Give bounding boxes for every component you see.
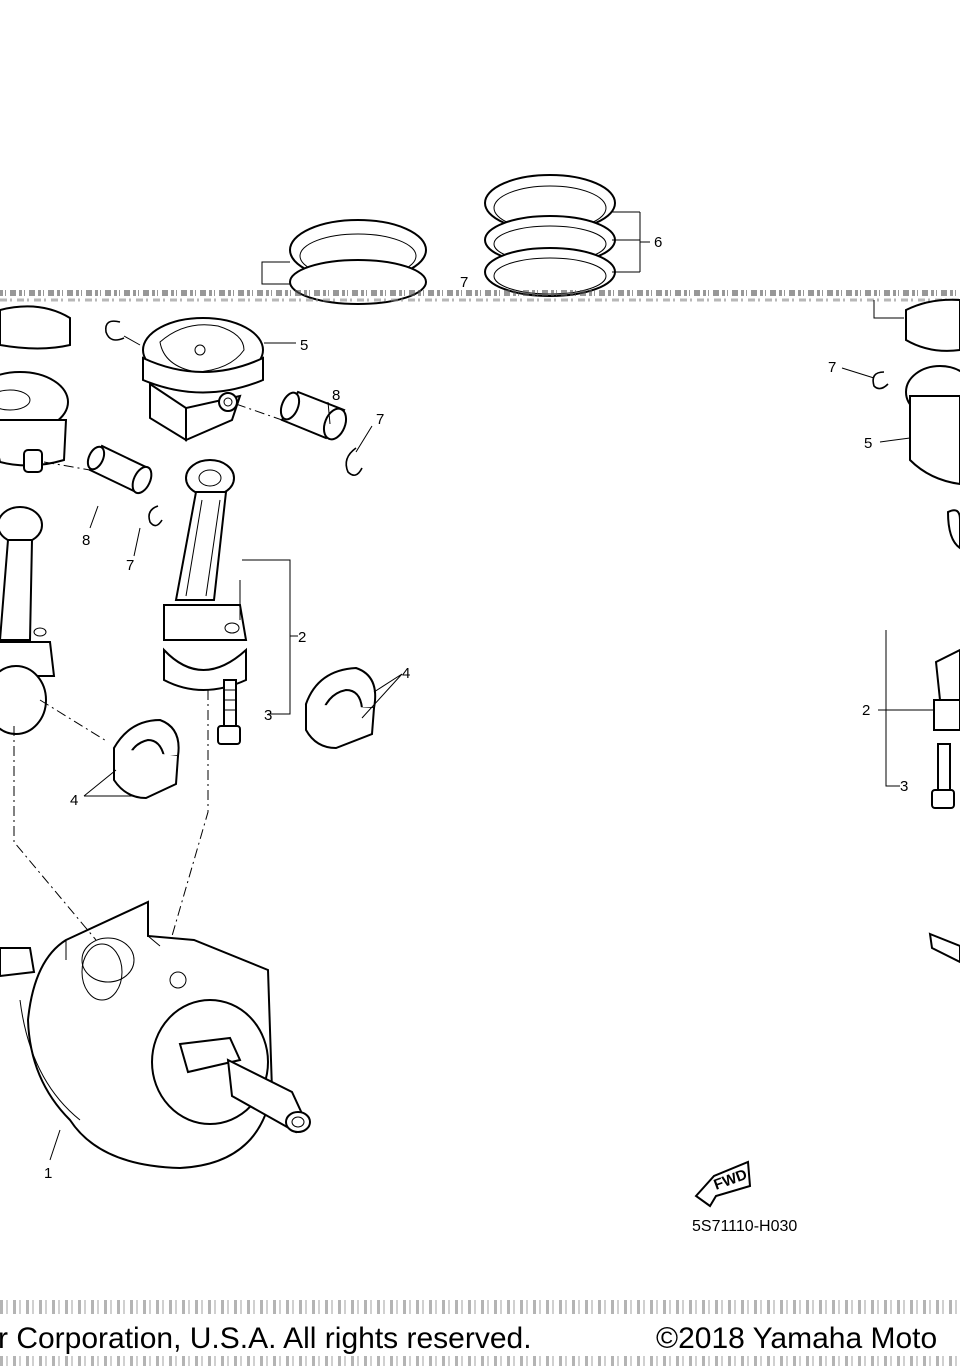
piston-center: [142, 317, 264, 442]
scan-artifact-bottom: [0, 1300, 960, 1314]
bearing-right: [304, 666, 403, 750]
callout-7: 7: [460, 274, 468, 291]
fwd-arrow-icon: [694, 1160, 752, 1208]
copyright-right: ©2018 Yamaha Moto: [656, 1322, 938, 1355]
callout-labels: 1 2 2 3 3 4 4 5 5 6 7 7 7 7 8 8: [44, 234, 908, 1182]
callout-8: 8: [82, 532, 90, 549]
callout-6: 6: [654, 234, 662, 251]
piston-right-partial: [841, 298, 960, 486]
callout-5: 5: [864, 435, 872, 452]
callout-4: 4: [70, 792, 78, 809]
piston-pin-center: [235, 390, 373, 476]
callout-7: 7: [126, 557, 134, 574]
callout-2: 2: [862, 702, 870, 719]
copyright-left: r Corporation, U.S.A. All rights reserve…: [0, 1322, 532, 1355]
callout-4: 4: [402, 665, 410, 682]
connecting-rod-center: [163, 459, 248, 691]
callout-2: 2: [298, 629, 306, 646]
crankshaft: [0, 900, 311, 1170]
callout-7: 7: [828, 359, 836, 376]
piston-pin-left: [43, 444, 163, 557]
connecting-rod-bolt: [217, 679, 241, 745]
callout-3: 3: [264, 707, 272, 724]
diagram-id: 5S71110-H030: [692, 1218, 798, 1235]
callout-5: 5: [300, 337, 308, 354]
callout-7: 7: [376, 411, 384, 428]
piston-left-partial: [0, 305, 71, 473]
connecting-rod-right-partial: [878, 509, 960, 964]
bearing-left: [83, 718, 180, 800]
callout-8: 8: [332, 387, 340, 404]
scan-artifact-band: [0, 290, 960, 302]
piston-rings-set-6: [484, 174, 650, 297]
circlip-icon: [104, 320, 125, 341]
scan-artifact-bottom-2: [0, 1356, 960, 1366]
callout-1: 1: [44, 1165, 52, 1182]
connecting-rod-left: [0, 506, 109, 743]
callout-3: 3: [900, 778, 908, 795]
